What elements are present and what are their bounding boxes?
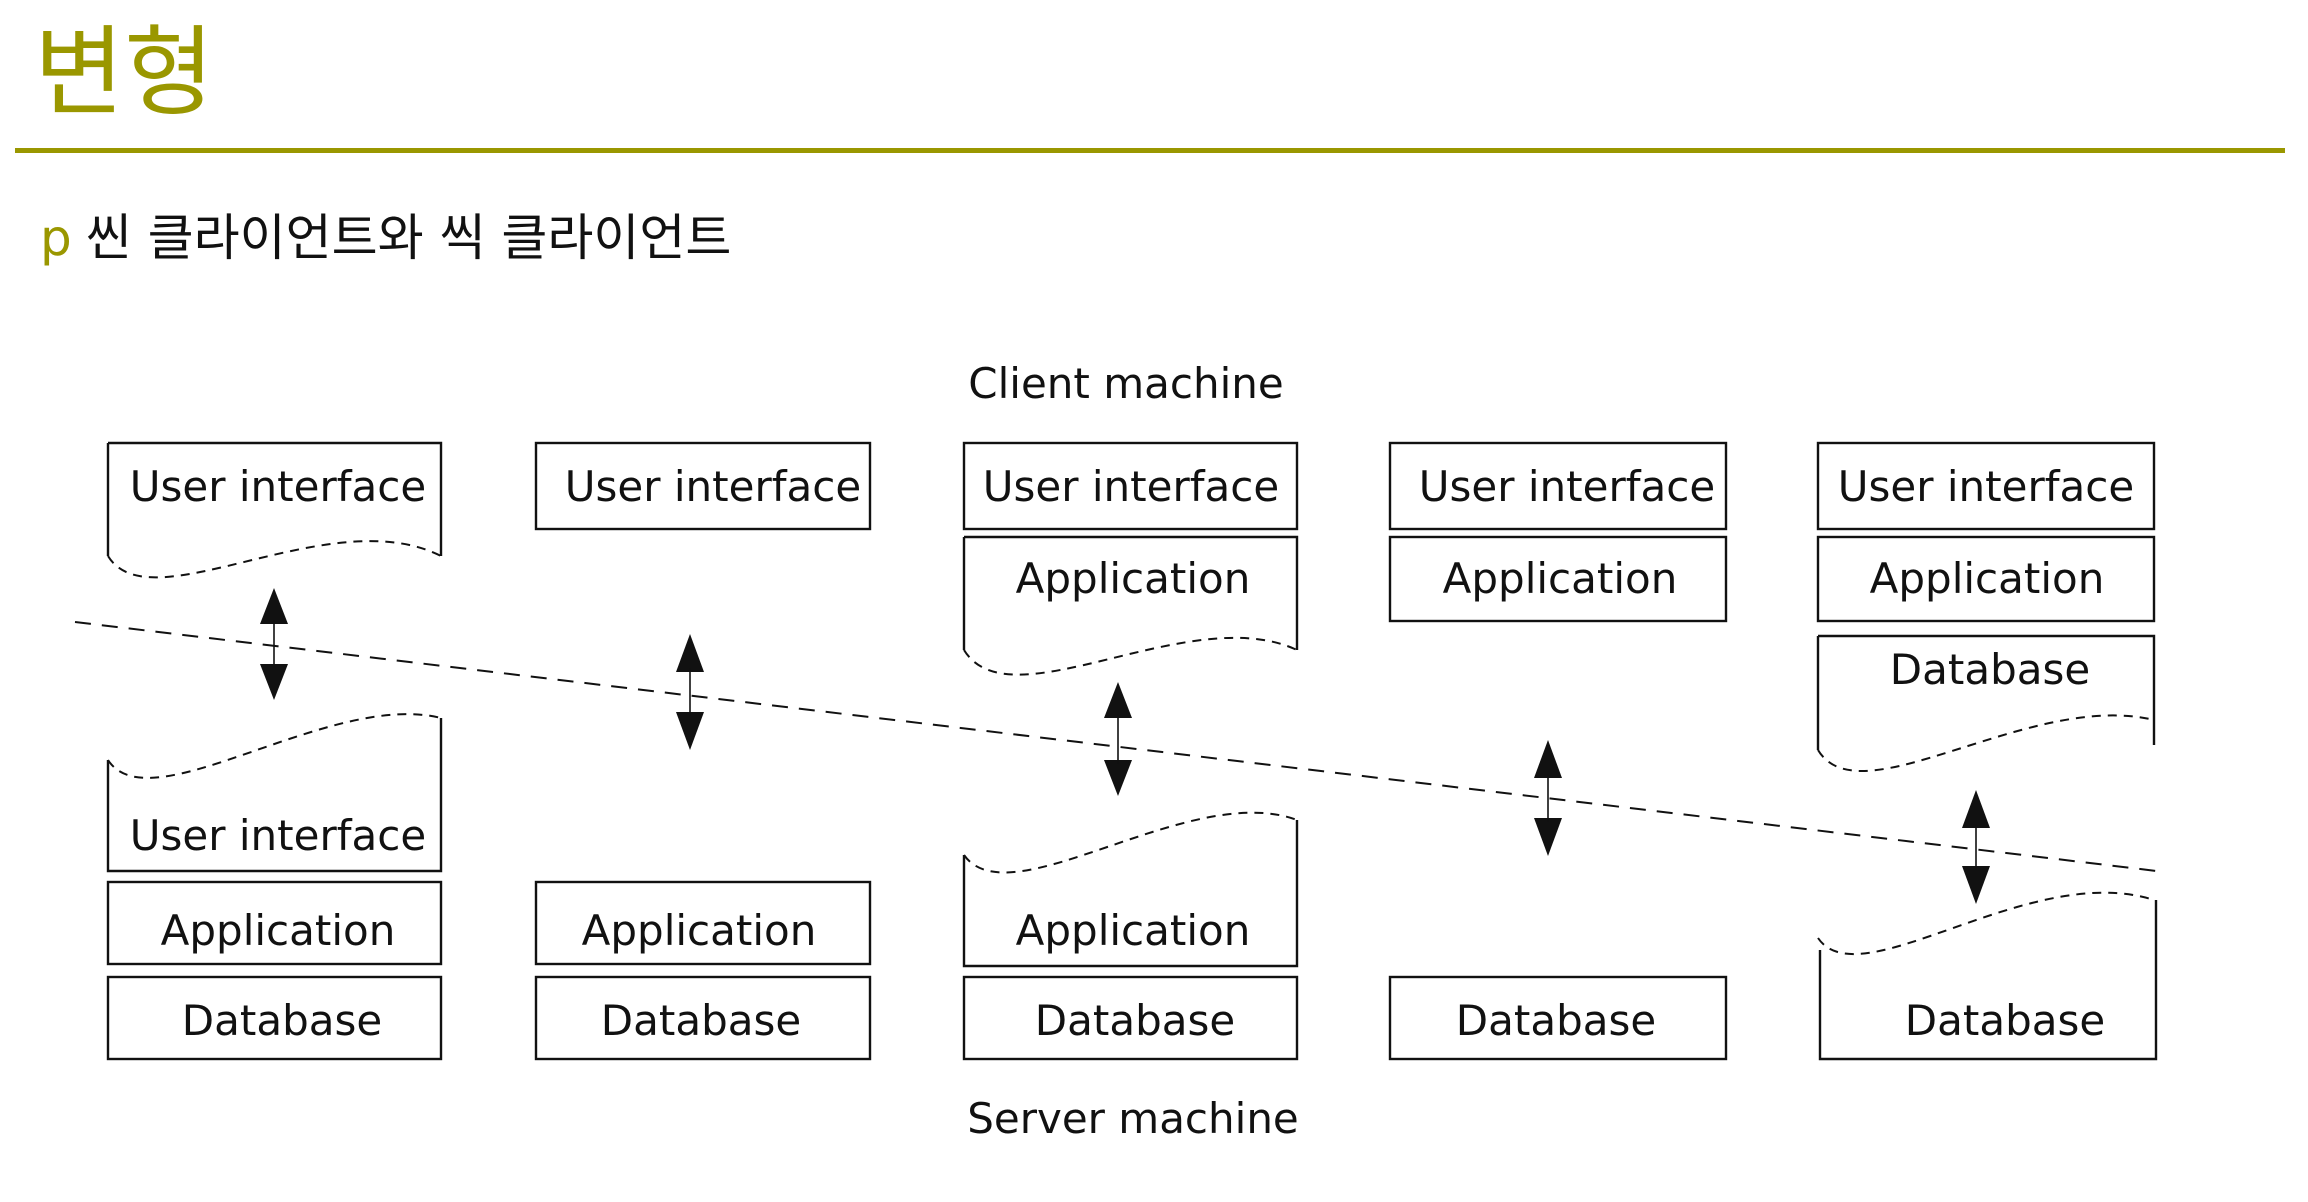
col1-server-ui-label: User interface xyxy=(130,811,426,860)
col5-communication-arrow xyxy=(1962,790,1990,904)
col4-communication-arrow xyxy=(1534,740,1562,856)
server-machine-label: Server machine xyxy=(967,1094,1299,1143)
col3-server-db-label: Database xyxy=(1035,996,1235,1045)
client-machine-label: Client machine xyxy=(968,359,1283,408)
config-column-1 xyxy=(106,441,443,1061)
col3-communication-arrow xyxy=(1104,682,1132,796)
col2-server-db-label: Database xyxy=(601,996,801,1045)
col2-communication-arrow xyxy=(676,634,704,750)
col1-communication-arrow xyxy=(260,588,288,700)
config-column-5 xyxy=(1816,441,2158,1061)
config-column-2 xyxy=(534,441,872,1061)
title-divider xyxy=(15,148,2285,153)
config-column-4 xyxy=(1388,441,1728,1061)
col2-client-ui-label: User interface xyxy=(565,462,861,511)
col4-client-ui-label: User interface xyxy=(1419,462,1715,511)
col1-server-db-label: Database xyxy=(182,996,382,1045)
col5-client-db-label: Database xyxy=(1890,645,2090,694)
col3-client-app-label: Application xyxy=(1016,554,1251,603)
col3-client-ui-label: User interface xyxy=(983,462,1279,511)
bullet-marker: p xyxy=(40,209,72,267)
col4-server-db-label: Database xyxy=(1456,996,1656,1045)
col5-client-app-label: Application xyxy=(1870,554,2105,603)
col1-server-app-label: Application xyxy=(161,906,396,955)
slide-title: 변형 xyxy=(34,16,215,130)
col5-client-ui-label: User interface xyxy=(1838,462,2134,511)
col2-server-app-label: Application xyxy=(582,906,817,955)
config-column-3 xyxy=(962,441,1299,1061)
col1-client-ui-label: User interface xyxy=(130,462,426,511)
col5-server-db-label: Database xyxy=(1905,996,2105,1045)
bullet-text: 씬 클라이언트와 씩 클라이언트 xyxy=(85,209,732,267)
col4-client-app-label: Application xyxy=(1443,554,1678,603)
col3-server-app-label: Application xyxy=(1016,906,1251,955)
